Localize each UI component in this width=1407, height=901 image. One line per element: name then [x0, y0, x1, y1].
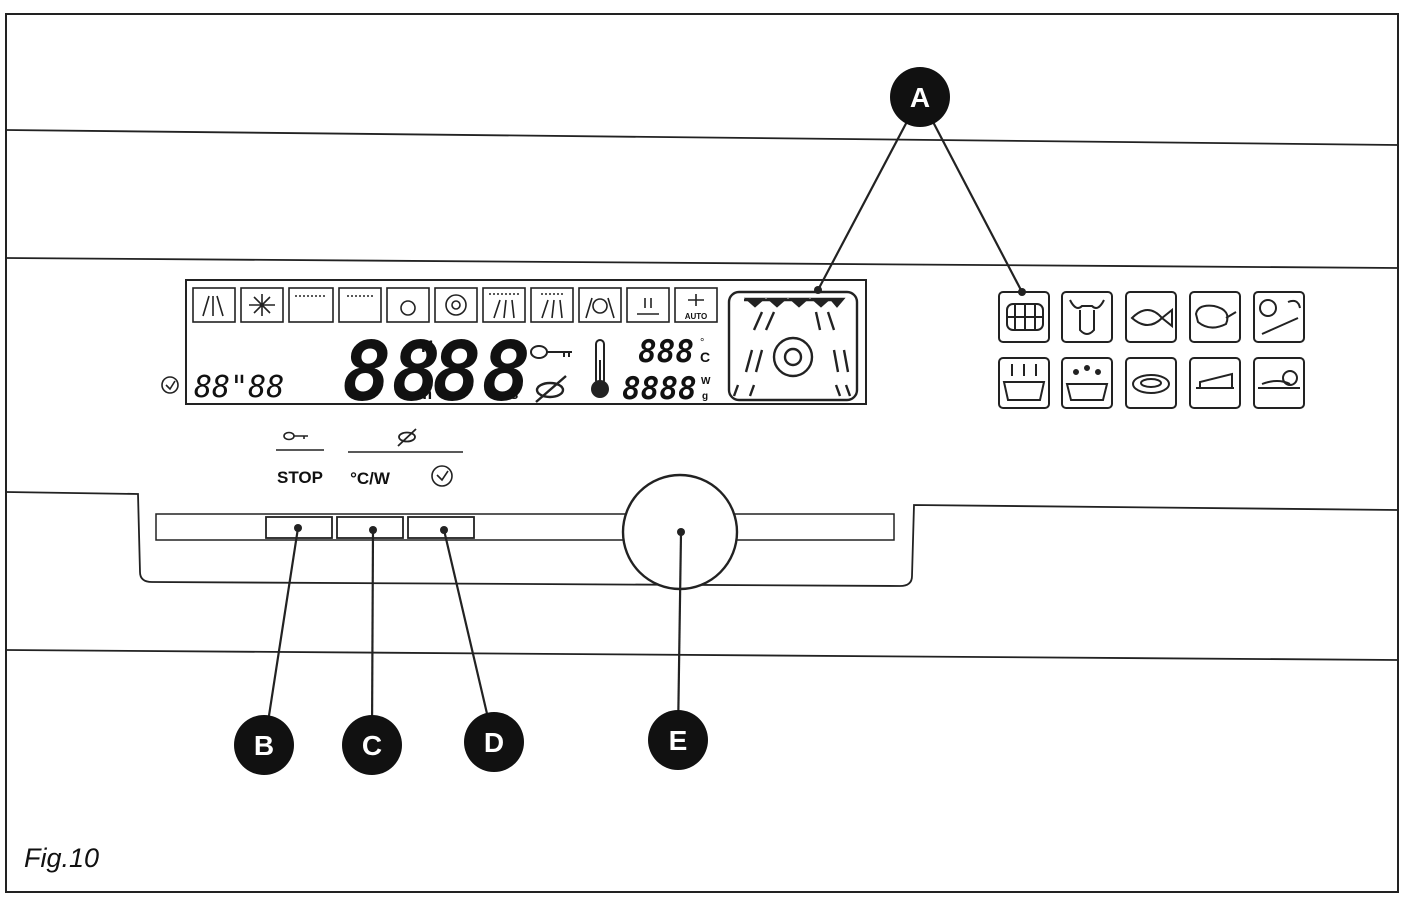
figure-label: Fig.10 [24, 843, 99, 873]
auto-program-icon [674, 287, 718, 323]
minutes-unit: m [417, 384, 432, 403]
callout-d-dot [440, 526, 448, 534]
pizza-icon [1125, 357, 1177, 409]
callout-e-dot [677, 528, 685, 536]
degree-symbol: ° [700, 337, 704, 349]
top-bottom-heat-icon [192, 287, 236, 323]
control-strip-outline [5, 491, 1399, 587]
gram-unit: g [702, 391, 708, 402]
callout-d: D [464, 712, 524, 772]
svg-text:D: D [484, 727, 504, 758]
warm-icon [626, 287, 670, 323]
fish-icon [1125, 291, 1177, 343]
top-heat-icon [338, 287, 382, 323]
svg-text:C: C [362, 730, 382, 761]
bottom-heat-icon [288, 287, 334, 323]
panel-line [5, 649, 1399, 661]
callout-a: A [890, 67, 950, 127]
grill-full-icon [482, 287, 526, 323]
temperature-digits: 888 [638, 334, 694, 370]
stop-label: STOP [277, 468, 323, 487]
timer-icon [431, 465, 453, 487]
callout-a-dot-1 [814, 286, 822, 294]
fan-icon [434, 287, 478, 323]
beef-icon [1061, 291, 1113, 343]
power-digits: 8888 [622, 371, 697, 407]
vegetables-icon [1253, 291, 1305, 343]
callout-leaders [264, 96, 1023, 736]
demo-icon [397, 428, 417, 447]
poultry-icon [1189, 291, 1241, 343]
button-labels: STOP °C/W [276, 428, 463, 488]
svg-text:E: E [669, 725, 688, 756]
callout-a-dot-2 [1018, 288, 1026, 296]
fan-grill-icon [578, 287, 622, 323]
svg-text:A: A [910, 82, 930, 113]
callout-e: E [648, 710, 708, 770]
cake-icon [1189, 357, 1241, 409]
fan-heat-icon [386, 287, 430, 323]
mode-icon-row [192, 287, 718, 323]
temperature-power-label: °C/W [350, 469, 391, 488]
panel-line [5, 129, 1399, 146]
watt-unit: W [701, 376, 711, 387]
fan-defrost-icon [240, 287, 284, 323]
key-lock-icon [283, 431, 308, 441]
callout-b-dot [294, 524, 302, 532]
clock-digits: 88"88 [194, 370, 284, 405]
callout-b: B [234, 715, 294, 775]
grill-partial-icon [530, 287, 574, 323]
panel-line [5, 257, 1399, 269]
callout-c: C [342, 715, 402, 775]
thermometer-icon [591, 339, 609, 398]
heating-elements-indicator [732, 297, 852, 397]
svg-text:B: B [254, 730, 274, 761]
fruit-icon [1253, 357, 1305, 409]
main-minutes-digits: 88 [432, 325, 531, 420]
celsius-unit: C [700, 349, 710, 365]
figure-frame [5, 13, 1399, 893]
auto-label: AUTO [685, 312, 708, 321]
hours-unit: H [421, 337, 433, 356]
demo-mode-icon [535, 375, 567, 403]
clock-icon [161, 376, 179, 394]
seconds-unit: s [510, 386, 518, 403]
main-hours-digits: 88 [342, 325, 441, 420]
food-programs-grid [998, 291, 1305, 409]
callout-c-dot [369, 526, 377, 534]
key-icon [530, 345, 572, 359]
